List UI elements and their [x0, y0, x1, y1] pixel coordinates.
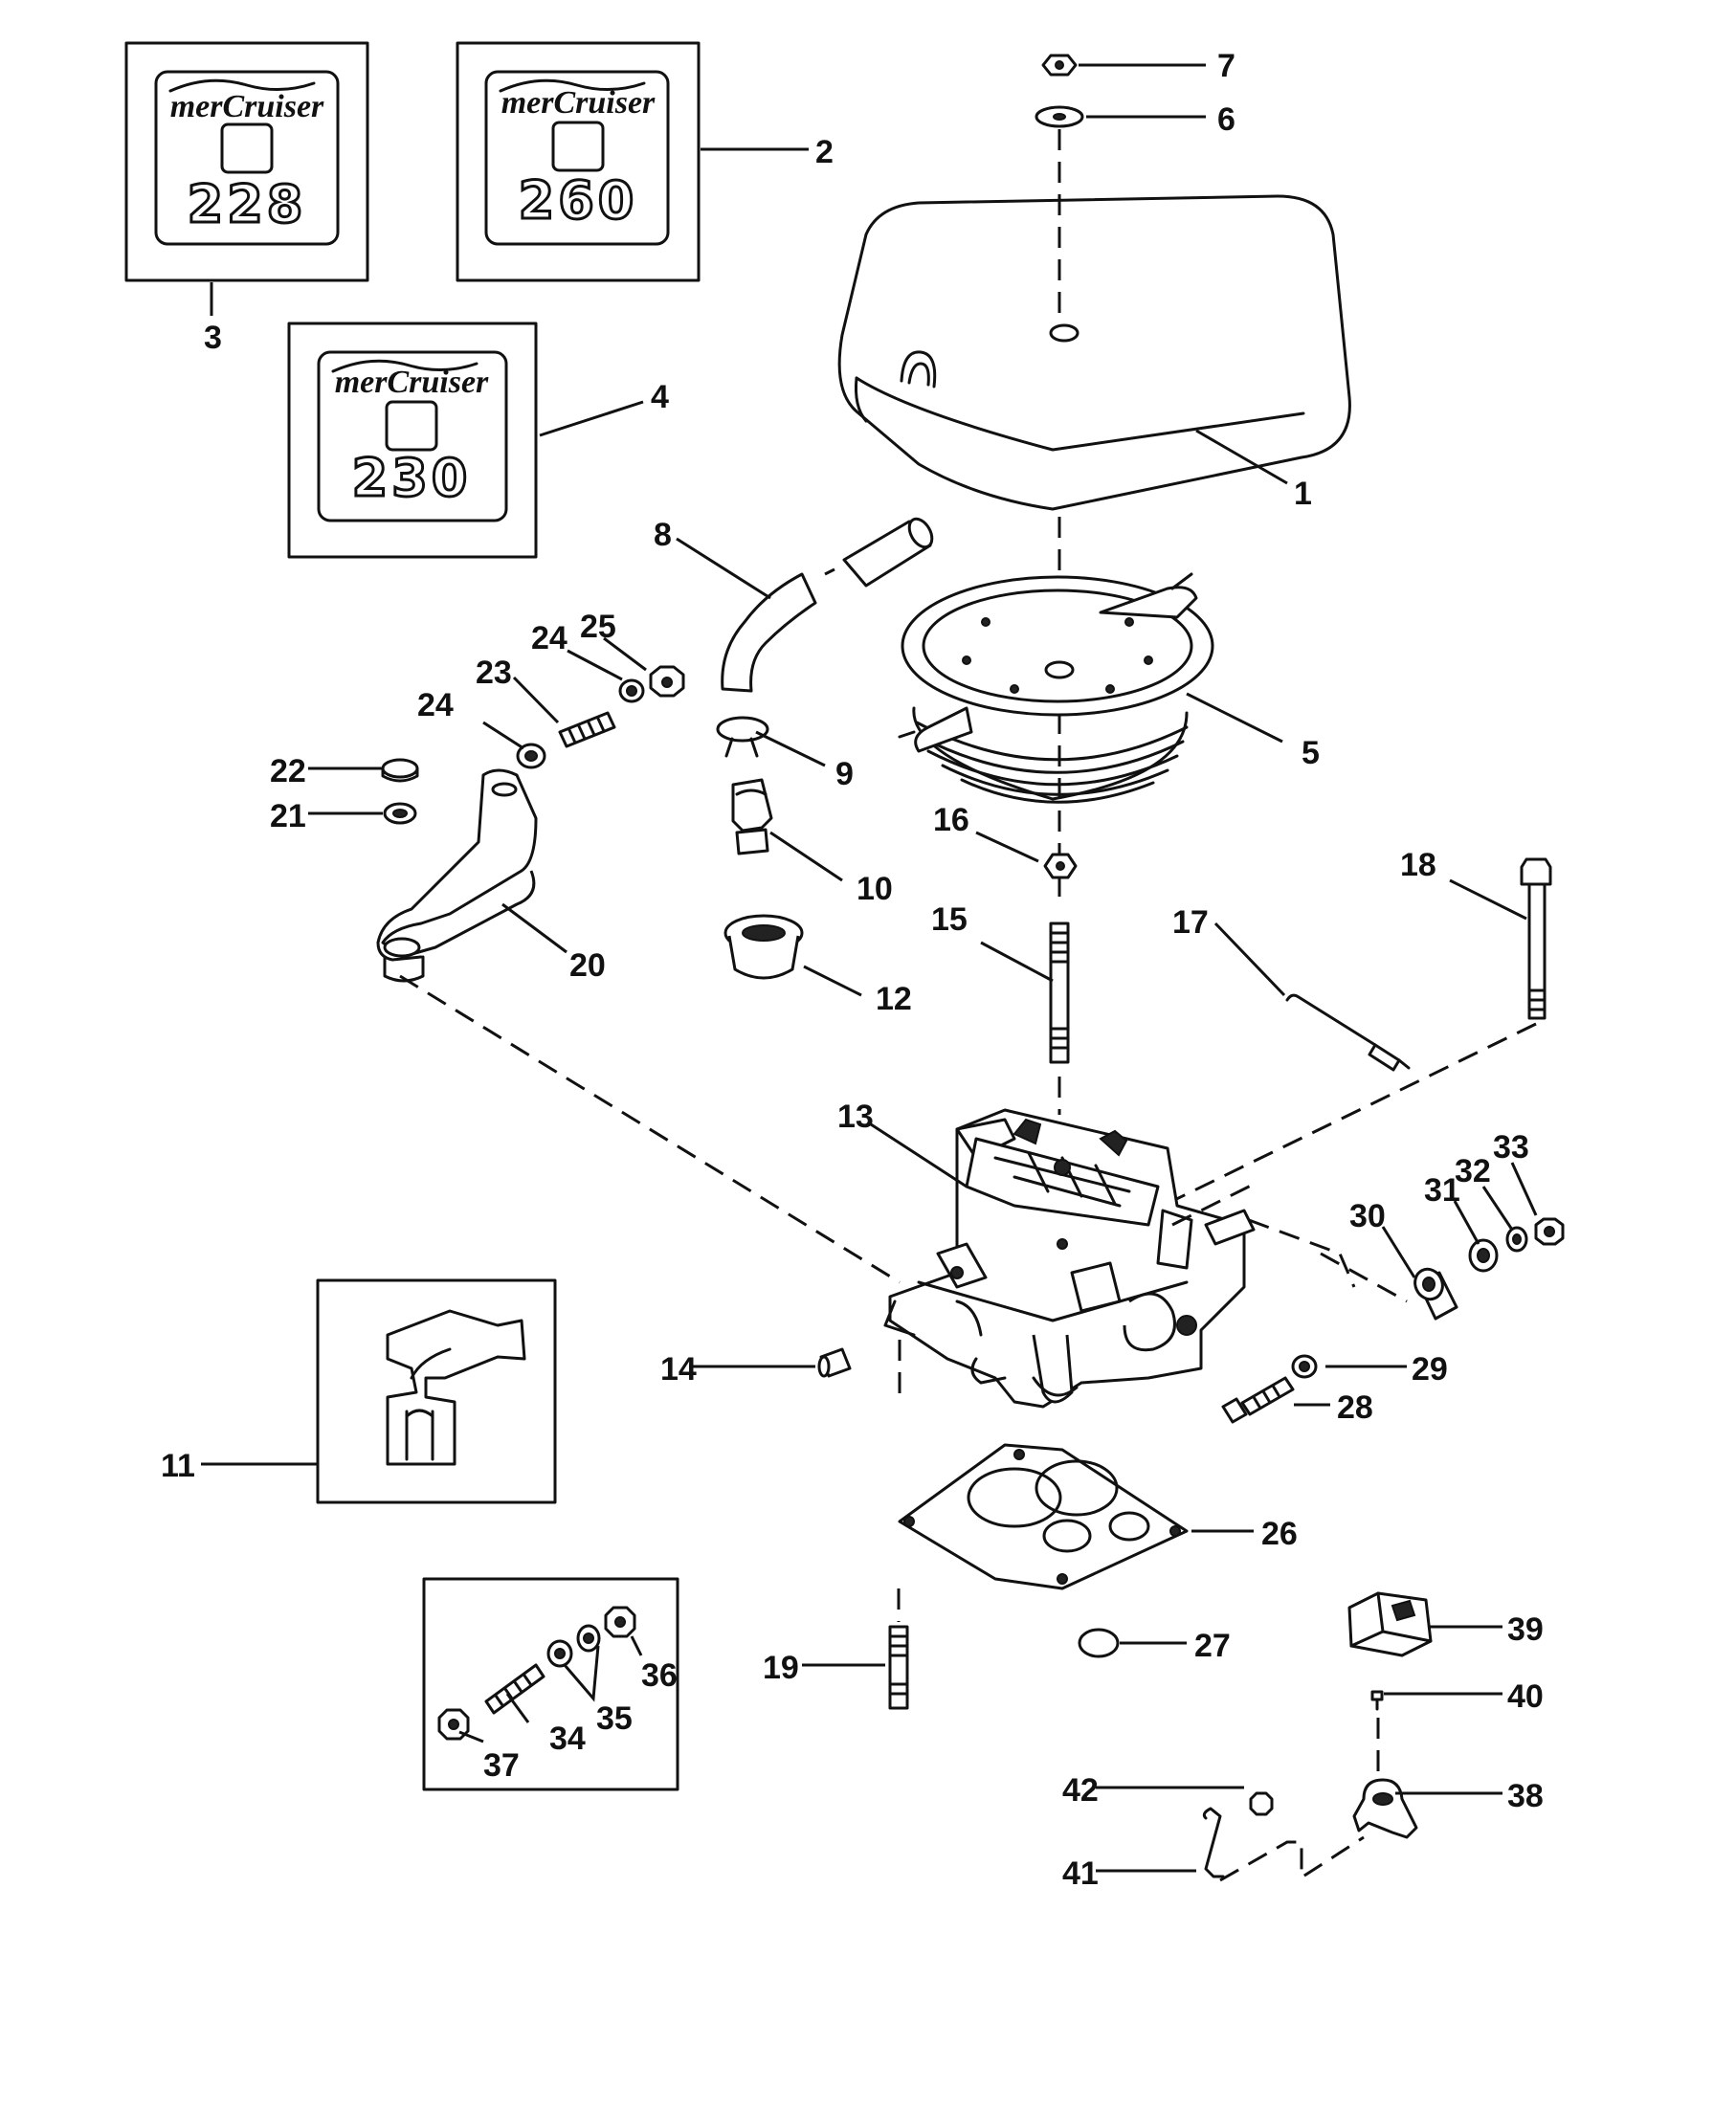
part-label-10: 10 — [857, 871, 893, 907]
lock-washer — [1505, 1226, 1528, 1253]
mounting-bolt — [1221, 1376, 1295, 1424]
badge-230: merCruiser 230 — [287, 322, 538, 559]
part-label-21: 21 — [270, 798, 306, 834]
flat-washer — [1468, 1238, 1499, 1273]
carburetor — [883, 1108, 1256, 1409]
part-label-11: 11 — [161, 1448, 195, 1484]
badge-brand-text: merCruiser — [335, 365, 489, 400]
solenoid-bracket — [1352, 1778, 1418, 1839]
part-label-2: 2 — [815, 134, 834, 170]
pcv-valve — [731, 778, 773, 855]
long-bolt — [1520, 857, 1552, 1020]
hex-nut — [1534, 1217, 1565, 1246]
elbow-fitting-inset — [316, 1278, 557, 1504]
bracket-nut — [381, 758, 419, 783]
part-label-37: 37 — [483, 1747, 520, 1784]
solenoid-cap — [1347, 1591, 1433, 1657]
spacer — [1413, 1267, 1458, 1321]
lock-washer — [1291, 1354, 1318, 1379]
part-label-6: 6 — [1217, 101, 1235, 138]
part-label-36: 36 — [641, 1657, 678, 1694]
part-label-23: 23 — [476, 655, 512, 691]
part-label-39: 39 — [1507, 1611, 1544, 1648]
part-label-14: 14 — [660, 1351, 697, 1388]
badge-brand-text: merCruiser — [501, 85, 656, 121]
part-label-29: 29 — [1412, 1351, 1448, 1388]
wing-nut — [1041, 54, 1078, 77]
part-label-28: 28 — [1337, 1389, 1373, 1426]
choke-rod — [1285, 993, 1411, 1072]
hex-nut — [1249, 1791, 1274, 1816]
part-label-18: 18 — [1400, 847, 1436, 883]
gasket-plug — [1078, 1628, 1120, 1658]
part-label-38: 38 — [1507, 1778, 1544, 1814]
part-label-33: 33 — [1493, 1129, 1529, 1166]
part-labels: 7 6 2 3 4 1 8 5 9 10 16 12 15 17 18 20 1… — [161, 48, 1544, 1892]
part-label-41: 41 — [1062, 1855, 1099, 1892]
stud-kit-inset — [422, 1577, 679, 1791]
part-label-26: 26 — [1261, 1516, 1298, 1552]
hose-clamp — [716, 716, 769, 758]
part-label-25: 25 — [580, 609, 616, 645]
part-label-24: 24 — [417, 687, 454, 723]
part-label-16: 16 — [933, 802, 969, 838]
part-label-40: 40 — [1507, 1678, 1544, 1715]
carburetor-stud — [888, 1625, 909, 1710]
hex-nut — [1043, 853, 1078, 879]
vent-hose — [721, 517, 934, 693]
bracket-washer — [383, 802, 417, 825]
part-label-42: 42 — [1062, 1772, 1099, 1809]
screw — [1370, 1690, 1384, 1711]
threaded-stud — [1049, 922, 1070, 1064]
part-label-8: 8 — [654, 517, 672, 553]
part-label-9: 9 — [835, 756, 854, 792]
part-label-15: 15 — [931, 901, 968, 938]
part-label-30: 30 — [1349, 1198, 1386, 1234]
retaining-clip — [1202, 1807, 1225, 1878]
part-label-13: 13 — [837, 1099, 874, 1135]
part-label-12: 12 — [876, 981, 912, 1017]
part-label-35: 35 — [596, 1700, 633, 1737]
part-label-1: 1 — [1294, 476, 1312, 512]
bracket-stud — [558, 711, 616, 748]
badge-model-number: 228 — [188, 174, 307, 234]
part-label-20: 20 — [569, 947, 606, 984]
part-label-27: 27 — [1194, 1628, 1231, 1664]
air-cleaner-element — [898, 572, 1214, 804]
lock-washer — [618, 678, 645, 703]
part-label-4: 4 — [651, 379, 669, 415]
part-label-24: 24 — [531, 620, 568, 656]
part-label-7: 7 — [1217, 48, 1235, 84]
stud-nut — [649, 665, 685, 698]
throttle-bracket — [376, 768, 538, 983]
badge-228: merCruiser 228 — [124, 41, 369, 282]
badge-brand-text: merCruiser — [170, 89, 324, 124]
part-label-34: 34 — [549, 1721, 586, 1757]
fuel-inlet-plug — [817, 1347, 852, 1378]
badge-260: merCruiser 260 — [456, 41, 701, 282]
part-label-22: 22 — [270, 753, 306, 789]
badge-model-number: 260 — [519, 170, 638, 231]
grommet — [723, 914, 804, 980]
air-cleaner-washer — [1035, 105, 1084, 128]
part-label-5: 5 — [1302, 735, 1320, 771]
lock-washer — [516, 743, 546, 769]
badge-model-number: 230 — [352, 448, 472, 508]
carburetor-base-gasket — [898, 1443, 1189, 1590]
air-cleaner-cover — [837, 194, 1351, 511]
part-label-31: 31 — [1424, 1172, 1460, 1209]
part-label-19: 19 — [763, 1650, 799, 1686]
leader-lines — [201, 63, 1538, 1873]
part-label-17: 17 — [1172, 904, 1209, 941]
part-label-32: 32 — [1455, 1153, 1491, 1189]
part-label-3: 3 — [204, 320, 222, 356]
